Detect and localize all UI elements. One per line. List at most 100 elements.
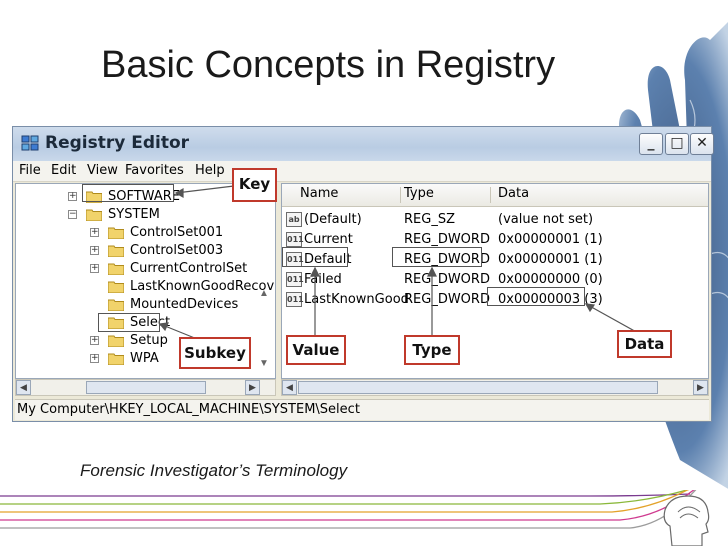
value-type: REG_DWORD — [404, 292, 490, 307]
value-data: 0x00000001 (1) — [498, 252, 603, 267]
value-data: (value not set) — [498, 212, 594, 227]
scroll-right-icon[interactable]: ▶ — [245, 380, 260, 395]
column-header-bar: Name Type Data — [282, 184, 708, 207]
value-name: LastKnownGood — [304, 292, 409, 307]
scroll-left-icon[interactable]: ◀ — [282, 380, 297, 395]
folder-icon — [108, 281, 124, 293]
registry-editor-icon — [21, 135, 39, 151]
key-callout: Key — [232, 168, 277, 202]
tree-item-software[interactable]: + SOFTWARE — [16, 188, 274, 206]
slide-footer: Forensic Investigator’s Terminology — [80, 461, 348, 480]
menu-file[interactable]: File — [19, 163, 41, 178]
expand-icon[interactable]: + — [90, 353, 99, 363]
tree-item-label: SOFTWARE — [108, 189, 180, 204]
folder-icon — [108, 263, 124, 275]
folder-icon — [86, 191, 102, 203]
binary-value-icon: 011 — [286, 272, 304, 287]
tree-item-mounteddevices[interactable]: MountedDevices — [16, 296, 274, 314]
expand-icon[interactable]: + — [90, 227, 99, 237]
minimize-button[interactable]: _ — [639, 133, 663, 155]
menu-view[interactable]: View — [87, 163, 118, 178]
table-row[interactable]: ab (Default) REG_SZ (value not set) — [282, 211, 708, 229]
folder-icon — [108, 299, 124, 311]
value-name: (Default) — [304, 212, 362, 227]
tree-item-label: SYSTEM — [108, 207, 160, 222]
value-name: Failed — [304, 272, 342, 287]
table-row[interactable]: 011 Default REG_DWORD 0x00000001 (1) — [282, 251, 708, 269]
folder-icon — [108, 335, 124, 347]
column-divider[interactable] — [490, 187, 491, 203]
scroll-down-icon[interactable]: ▼ — [259, 358, 269, 369]
table-row[interactable]: 011 LastKnownGood REG_DWORD 0x00000003 (… — [282, 291, 708, 309]
window-title: Registry Editor — [45, 133, 190, 153]
folder-icon — [108, 227, 124, 239]
minimize-icon: _ — [647, 135, 655, 151]
tree-item-label: MountedDevices — [130, 297, 239, 312]
binary-value-icon: 011 — [286, 232, 304, 247]
table-row[interactable]: 011 Current REG_DWORD 0x00000001 (1) — [282, 231, 708, 249]
value-data: 0x00000003 (3) — [498, 292, 603, 307]
binary-value-icon: 011 — [286, 292, 304, 307]
maximize-button[interactable]: □ — [665, 133, 689, 155]
collapse-icon[interactable]: − — [68, 209, 77, 219]
scroll-thumb[interactable] — [298, 381, 658, 394]
column-header-data[interactable]: Data — [498, 186, 530, 201]
folder-icon — [108, 245, 124, 257]
expand-icon[interactable]: + — [68, 191, 77, 201]
folder-open-icon — [86, 209, 102, 221]
column-header-type[interactable]: Type — [404, 186, 434, 201]
tree-horizontal-scrollbar[interactable]: ◀ ▶ — [15, 379, 276, 396]
expand-icon[interactable]: + — [90, 335, 99, 345]
subkey-callout: Subkey — [179, 337, 251, 369]
maximize-icon: □ — [670, 135, 684, 151]
status-bar: My Computer\HKEY_LOCAL_MACHINE\SYSTEM\Se… — [15, 399, 709, 420]
scroll-left-icon[interactable]: ◀ — [16, 380, 31, 395]
highlight-software-key — [82, 184, 174, 202]
value-data: 0x00000000 (0) — [498, 272, 603, 287]
menu-help[interactable]: Help — [195, 163, 225, 178]
value-type: REG_DWORD — [404, 252, 490, 267]
registry-editor-window: Registry Editor _ □ ✕ File Edit View Fav… — [12, 126, 714, 422]
window-titlebar[interactable]: Registry Editor _ □ ✕ — [13, 127, 714, 161]
highlight-default-value — [282, 247, 348, 267]
tree-item-label: ControlSet003 — [130, 243, 224, 258]
tree-item-controlset003[interactable]: + ControlSet003 — [16, 242, 274, 260]
tree-item-setup[interactable]: + Setup — [16, 332, 274, 350]
head-silhouette-icon — [663, 495, 710, 546]
list-horizontal-scrollbar[interactable]: ◀ ▶ — [281, 379, 709, 396]
scroll-right-icon[interactable]: ▶ — [693, 380, 708, 395]
tree-item-currentcontrolset[interactable]: + CurrentControlSet — [16, 260, 274, 278]
tree-item-label: Setup — [130, 333, 168, 348]
folder-open-icon — [108, 317, 124, 329]
tree-item-controlset001[interactable]: + ControlSet001 — [16, 224, 274, 242]
close-icon: ✕ — [696, 135, 708, 151]
scroll-thumb[interactable] — [86, 381, 206, 394]
highlight-data-value — [487, 287, 585, 306]
tree-item-label: WPA — [130, 351, 159, 366]
column-header-name[interactable]: Name — [300, 186, 339, 201]
value-type: REG_SZ — [404, 212, 455, 227]
tree-item-label: ControlSet001 — [130, 225, 224, 240]
value-type: REG_DWORD — [404, 232, 490, 247]
tree-item-lastknowngoodrecovery[interactable]: LastKnownGoodRecov — [16, 278, 274, 296]
tree-item-wpa[interactable]: + WPA — [16, 350, 274, 368]
menu-edit[interactable]: Edit — [51, 163, 77, 178]
folder-icon — [108, 353, 124, 365]
value-type: REG_DWORD — [404, 272, 490, 287]
value-name: Current — [304, 232, 353, 247]
expand-icon[interactable]: + — [90, 263, 99, 273]
tree-item-system[interactable]: − SYSTEM — [16, 206, 274, 224]
close-button[interactable]: ✕ — [690, 133, 714, 155]
value-callout: Value — [286, 335, 346, 365]
menu-bar: File Edit View Favorites Help — [13, 161, 711, 182]
string-value-icon: ab — [286, 212, 302, 227]
highlight-select-subkey — [98, 313, 160, 332]
type-callout: Type — [404, 335, 460, 365]
expand-icon[interactable]: + — [90, 245, 99, 255]
decorative-lines — [0, 490, 710, 546]
value-name: Default — [304, 252, 352, 267]
menu-favorites[interactable]: Favorites — [125, 163, 184, 178]
status-path: My Computer\HKEY_LOCAL_MACHINE\SYSTEM\Se… — [17, 402, 360, 417]
column-divider[interactable] — [400, 187, 401, 203]
scroll-up-icon[interactable]: ▲ — [259, 288, 269, 299]
